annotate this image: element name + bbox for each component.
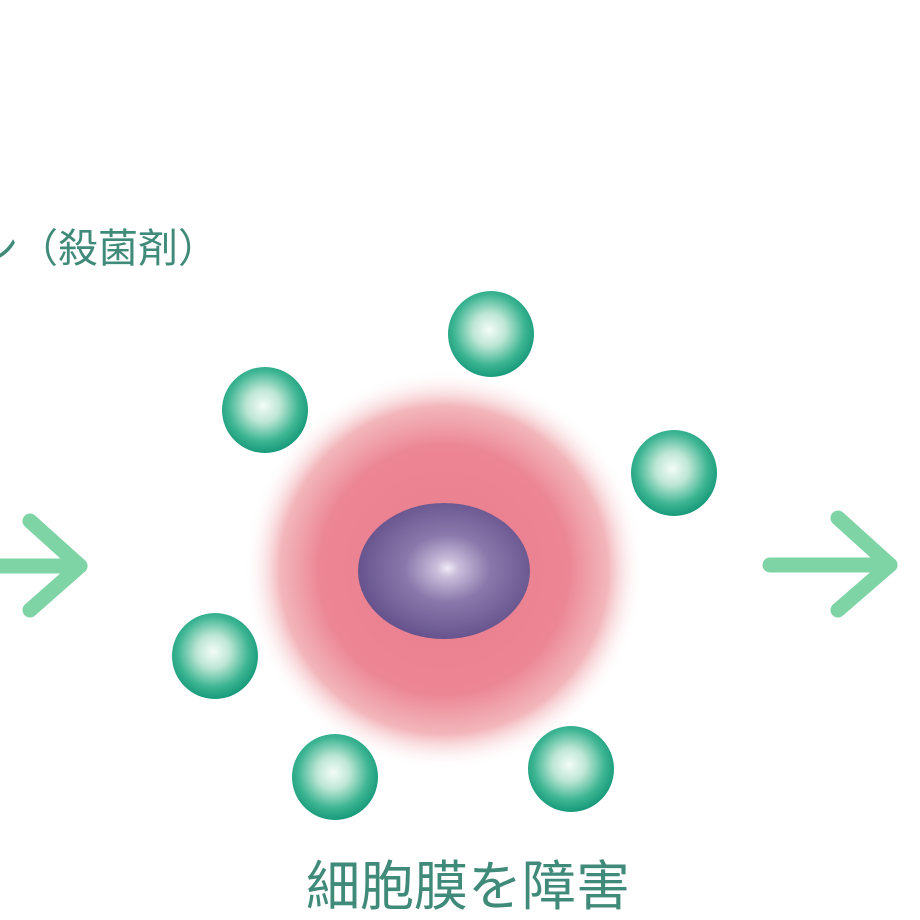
left-arrow-icon xyxy=(0,513,88,618)
cell-nucleus xyxy=(358,503,530,639)
particle-sphere-icon xyxy=(172,613,258,699)
right-arrow-icon xyxy=(762,510,898,618)
particle-sphere-icon xyxy=(528,726,614,812)
particle-sphere-icon xyxy=(292,734,378,820)
particle-sphere-icon xyxy=(448,291,534,377)
membrane-damage-label: 細胞膜を障害 xyxy=(306,855,630,918)
bactericide-label: ン（殺菌剤） xyxy=(0,226,218,272)
particle-sphere-icon xyxy=(222,367,308,453)
particle-sphere-icon xyxy=(631,430,717,516)
